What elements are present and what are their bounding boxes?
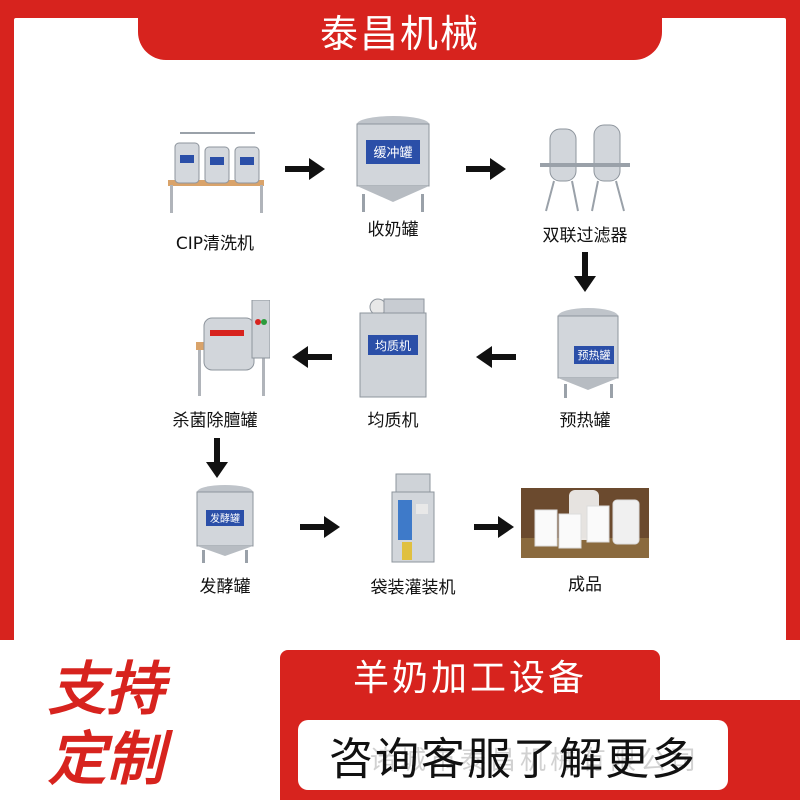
step-label: CIP清洗机 [175, 234, 255, 254]
badge-line-1: 支持 [48, 655, 165, 723]
flow-arrow-down-icon [206, 438, 228, 478]
company-watermark: 诸城市泰昌机械有限公司 [370, 746, 701, 776]
finished-product-image [521, 488, 649, 558]
step-receiving-tank: 缓冲罐 收奶罐 [318, 110, 468, 240]
step-preheating-tank: 预热罐 预热罐 [510, 300, 660, 431]
brand-title: 泰昌机械 [319, 11, 480, 56]
step-label: 发酵罐 [199, 577, 251, 597]
tank-tag: 预热罐 [578, 349, 611, 362]
promo-banner: 支持 定制 羊奶加工设备 咨询客服了解更多 诸城市泰昌机械有限公司 [0, 640, 800, 800]
flow-arrow-right-icon [300, 516, 340, 538]
cta-text: 咨询客服了解更多 [329, 734, 697, 785]
step-label: 预热罐 [559, 411, 611, 431]
receiving-tank-image: 缓冲罐 [338, 110, 448, 215]
step-label: 成品 [568, 575, 602, 595]
preheating-tank-image: 预热罐 [530, 300, 640, 400]
step-label: 双联过滤器 [542, 226, 628, 246]
custom-badge: 支持 定制 [48, 654, 164, 794]
bag-filler-image [358, 470, 468, 565]
step-sterilizing-tank: 杀菌除膻罐 [140, 299, 290, 431]
brand-header: 泰昌机械 [138, 0, 662, 60]
sterilizing-tank-image [160, 299, 271, 400]
tank-tag: 发酵罐 [210, 512, 240, 525]
flow-arrow-right-icon [466, 158, 506, 180]
flow-arrow-left-icon [476, 346, 516, 368]
step-label: 收奶罐 [367, 220, 419, 240]
tank-tag: 缓冲罐 [373, 146, 412, 161]
flow-arrow-left-icon [292, 346, 332, 368]
flow-arrow-down-icon [574, 252, 596, 292]
promo-subtitle: 羊奶加工设备 [352, 658, 587, 699]
fermentation-tank-image: 发酵罐 [170, 482, 280, 564]
badge-line-2: 定制 [48, 725, 165, 793]
step-label: 袋装灌装机 [370, 578, 456, 598]
flow-arrow-right-icon [474, 516, 514, 538]
cip-cleaner-image [160, 125, 270, 215]
step-fermentation-tank: 发酵罐 发酵罐 [150, 482, 300, 597]
cta-box[interactable]: 咨询客服了解更多 [298, 720, 728, 790]
step-label: 杀菌除膻罐 [172, 411, 258, 431]
tank-tag: 均质机 [375, 339, 411, 353]
step-finished-product: 成品 [510, 488, 660, 595]
homogenizer-image: 均质机 [338, 295, 448, 400]
step-bag-filler: 袋装灌装机 [338, 470, 488, 598]
subtitle-box: 羊奶加工设备 [280, 650, 660, 700]
step-duplex-filter: 双联过滤器 [510, 115, 660, 246]
step-homogenizer: 均质机 均质机 [318, 295, 468, 431]
flow-arrow-right-icon [285, 158, 325, 180]
step-label: 均质机 [367, 411, 419, 431]
duplex-filter-image [530, 115, 640, 215]
step-cip-cleaner: CIP清洗机 [140, 125, 290, 254]
